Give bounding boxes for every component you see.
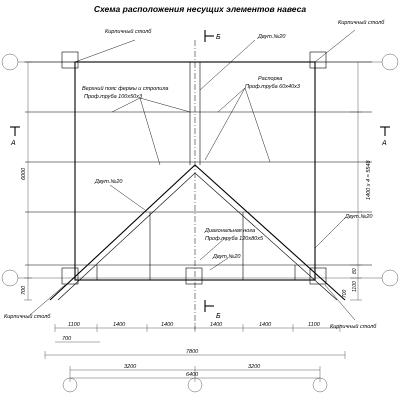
- axis-circle-bottom-right: [381, 269, 399, 287]
- label-beam-left: Двут.№20: [94, 179, 123, 185]
- dim-bottom-4: 1400: [210, 322, 223, 328]
- label-diagonal-profile: Проф.труба 120х80х5: [205, 236, 264, 242]
- dim-total-7800: 7800: [186, 349, 199, 355]
- label-diagonal: Диагональная нога: [204, 228, 255, 234]
- section-a-right: А: [381, 140, 387, 147]
- label-brick-pillar-top-right: Кирпичный столб: [338, 19, 385, 26]
- label-beam-bottom: Двут.№20: [212, 254, 241, 260]
- dim-height: 6000: [21, 167, 27, 180]
- label-brick-pillar-bottom-right: Кирпичный столб: [330, 323, 377, 330]
- label-brick-pillar-bottom-left: Кирпичный столб: [4, 313, 51, 320]
- dim-3200-left: 3200: [124, 364, 137, 370]
- diagonal-leg: [49, 164, 346, 301]
- section-b-top: Б: [216, 34, 221, 41]
- axis-circle-top-right: [381, 53, 399, 71]
- dim-bottom-1: 1100: [68, 322, 81, 328]
- section-a-left: А: [10, 140, 16, 147]
- label-upper-chord-profile: Проф.труба 100х50х3: [84, 94, 143, 100]
- dim-small-right: 80: [352, 268, 358, 274]
- dim-bottom-3: 1400: [161, 322, 174, 328]
- label-beam-right: Двут.№20: [344, 214, 373, 220]
- brick-pillar-bottom-left: [61, 267, 79, 285]
- brick-pillar-top-left: [61, 51, 79, 69]
- dim-3200-right: 3200: [248, 364, 261, 370]
- dim-700-left: 700: [21, 285, 27, 295]
- page-title: Схема расположения несущих элементов нав…: [93, 4, 307, 14]
- dim-1100-right-v: 1100: [352, 281, 358, 292]
- label-beam-top: Двут.№20: [257, 34, 286, 40]
- label-brick-pillar-top-left: Кирпичный столб: [105, 28, 152, 35]
- label-upper-chord: Верхний пояс фермы и стропила: [82, 85, 169, 92]
- brick-pillar-top-right: [309, 51, 327, 69]
- dim-700-right: 700: [342, 289, 348, 298]
- dim-right-total: 1400 х 4 = 5548: [366, 159, 372, 200]
- axis-circle-bottom-left: [1, 269, 19, 287]
- dim-bottom-2: 1400: [113, 322, 126, 328]
- label-strut-profile: Проф.труба 60х40х3: [245, 84, 301, 90]
- axis-circle-top-left: [1, 53, 19, 71]
- dim-700-bottom: 700: [62, 336, 72, 342]
- dim-bottom-5: 1400: [259, 322, 272, 328]
- section-b-bottom: Б: [216, 313, 221, 320]
- dim-bottom-6: 1100: [308, 322, 321, 328]
- dim-6400: 6400: [186, 372, 199, 378]
- label-strut: Распорка: [258, 76, 282, 82]
